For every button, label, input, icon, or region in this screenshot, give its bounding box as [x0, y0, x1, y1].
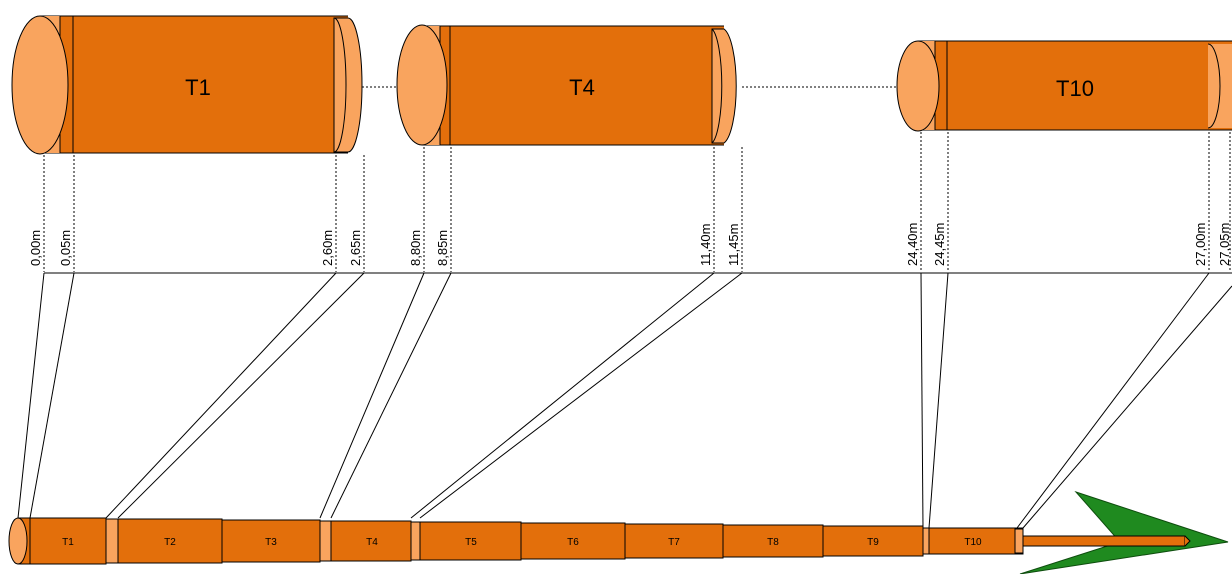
segment-label: T1 — [62, 537, 74, 548]
measure-label: 2,60m — [320, 230, 335, 266]
tube-start-face — [11, 15, 69, 155]
measurement-guides — [43, 132, 1231, 272]
measure-label: 11,40m — [698, 224, 713, 266]
segment-body — [922, 527, 1024, 555]
segment-label: T10 — [964, 537, 982, 548]
measure-label: 0,00m — [28, 230, 43, 266]
tube-label: T1 — [185, 75, 211, 100]
measure-label: 0,05m — [58, 230, 73, 266]
segment-label: T9 — [867, 537, 879, 548]
measure-label: 24,45m — [932, 223, 947, 266]
detail-tube-t4: T4 — [396, 24, 737, 146]
segment-body — [624, 523, 724, 559]
segment-body — [722, 524, 824, 558]
tube-body — [40, 16, 348, 153]
detail-tube-t1: T1 — [11, 15, 363, 155]
tube-body — [918, 41, 1232, 130]
detail-tube-t10: T10 — [896, 40, 1232, 132]
tube-label: T10 — [1056, 76, 1094, 101]
segment-label: T6 — [567, 537, 579, 548]
measure-label: 8,85m — [435, 230, 450, 266]
measure-label: 2,65m — [348, 230, 363, 266]
segment-label: T4 — [366, 537, 378, 548]
segment-label: T5 — [465, 537, 477, 548]
segment-label: T8 — [767, 537, 779, 548]
segment-body — [319, 520, 412, 562]
segment-start-face — [8, 517, 28, 565]
segment-body — [822, 525, 924, 557]
segment-body — [520, 522, 626, 560]
measurement-labels: 0,00m 0,05m 2,60m 2,65m 8,80m 8,85m 11,4… — [28, 223, 1232, 266]
segment-label: T7 — [668, 537, 680, 548]
arrow-shaft — [1019, 535, 1186, 547]
measure-label: 27,05m — [1217, 223, 1232, 266]
tube-end-cap — [333, 17, 363, 153]
tube-start-face — [896, 40, 940, 132]
tube-start-face — [396, 24, 448, 146]
segment-label: T3 — [265, 537, 277, 548]
segment-body — [105, 518, 223, 564]
segment-label: T2 — [164, 537, 176, 548]
measure-label: 8,80m — [408, 230, 423, 266]
projection-lines — [17, 272, 1232, 529]
tube-body — [422, 26, 724, 145]
measure-label: 27,00m — [1193, 223, 1208, 266]
tube-string: T1 T2 T3 T4 T5 T6 T7 T8 T9 T10 — [8, 490, 1229, 575]
arrow-head-icon — [1019, 490, 1229, 575]
tube-end-cap — [711, 28, 737, 144]
measure-label: 24,40m — [905, 223, 920, 266]
segment-body — [410, 521, 522, 561]
measure-label: 11,45m — [726, 224, 741, 266]
tube-label: T4 — [569, 75, 595, 100]
